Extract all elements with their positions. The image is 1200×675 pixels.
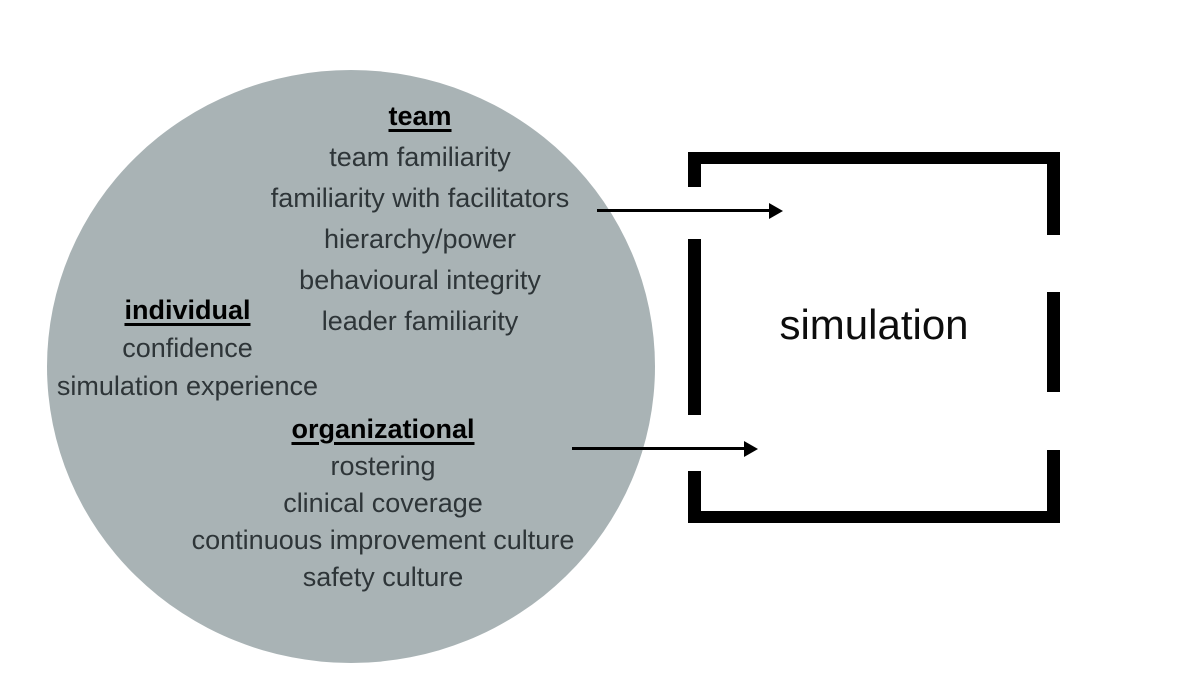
team-group: team team familiarity familiarity with f… [240, 96, 600, 342]
organizational-group: organizational rostering clinical covera… [188, 411, 578, 596]
factor-item: continuous improvement culture [191, 525, 575, 555]
arrowhead-icon [769, 203, 783, 219]
factor-item: confidence [122, 333, 253, 363]
simulation-box-border-left-segment [688, 152, 701, 187]
simulation-box-border-left-segment [688, 239, 701, 415]
team-heading: team [388, 101, 452, 131]
factor-item: behavioural integrity [299, 265, 541, 295]
simulation-box-border-right-segment [1047, 152, 1060, 235]
factor-item: leader familiarity [321, 306, 519, 336]
organizational-heading: organizational [291, 414, 475, 444]
simulation-box-border-bottom [688, 511, 1060, 523]
simulation-box-border-top [688, 152, 1060, 164]
simulation-label: simulation [779, 301, 969, 348]
simulation-box-border-right-segment [1047, 450, 1060, 523]
arrow-organizational-to-simulation [572, 447, 744, 450]
factor-item: simulation experience [56, 371, 319, 401]
simulation-box-border-left-segment [688, 471, 701, 523]
arrowhead-icon [744, 441, 758, 457]
individual-group: individual confidence simulation experie… [50, 291, 325, 405]
factor-item: clinical coverage [283, 488, 483, 518]
factors-circle [47, 70, 655, 663]
factor-item: safety culture [302, 562, 464, 592]
factor-item: team familiarity [329, 142, 511, 172]
arrow-team-to-simulation [597, 209, 769, 212]
factor-item: rostering [330, 451, 436, 481]
individual-heading: individual [124, 295, 251, 325]
simulation-box-border-right-segment [1047, 292, 1060, 392]
factor-item: familiarity with facilitators [270, 183, 570, 213]
factor-item: hierarchy/power [323, 224, 517, 254]
